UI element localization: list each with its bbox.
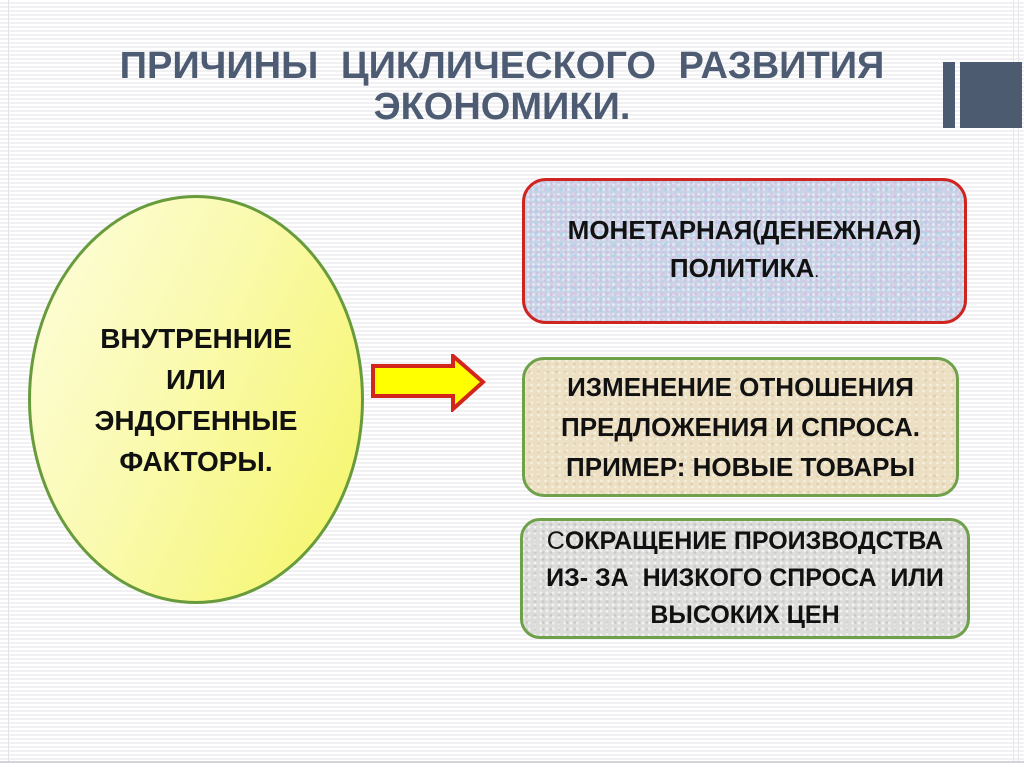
slide-bottom-edge-line [0, 761, 1024, 763]
box-supply-demand-line-2: ПРЕДЛОЖЕНИЯ И СПРОСА. [561, 412, 920, 442]
title-accent-bar [943, 62, 955, 128]
ellipse-label-line-3: ЭНДОГЕННЫЕ [94, 404, 298, 436]
right-arrow-icon [371, 354, 486, 412]
box-supply-demand: ИЗМЕНЕНИЕ ОТНОШЕНИЯ ПРЕДЛОЖЕНИЯ И СПРОСА… [522, 357, 959, 497]
ellipse-endogenous-factors: ВНУТРЕННИЕ ИЛИ ЭНДОГЕННЫЕ ФАКТОРЫ. [28, 195, 364, 604]
box-monetary-policy-line-2: ПОЛИТИКА. [670, 249, 819, 291]
box-production-cut-line-1: СОКРАЩЕНИЕ ПРОИЗВОДСТВА [547, 523, 943, 560]
slide-left-edge-line [8, 0, 9, 767]
box-production-cut-line-1-rest: ОКРАЩЕНИЕ ПРОИЗВОДСТВА [564, 527, 944, 555]
box-production-cut-line-2: ИЗ- ЗА НИЗКОГО СПРОСА ИЛИ [546, 564, 944, 592]
slide-right-edge-line-2 [1018, 0, 1019, 767]
box-monetary-policy-line-1: МОНЕТАРНАЯ(ДЕНЕЖНАЯ) [567, 215, 922, 245]
box-monetary-policy-period: . [814, 262, 820, 281]
box-supply-demand-line-1: ИЗМЕНЕНИЕ ОТНОШЕНИЯ [567, 372, 914, 402]
ellipse-label-line-4: ФАКТОРЫ. [119, 445, 273, 477]
box-supply-demand-line-3: ПРИМЕР: НОВЫЕ ТОВАРЫ [566, 452, 915, 482]
page-title-line-1: ПРИЧИНЫ ЦИКЛИЧЕСКОГО РАЗВИТИЯ [119, 45, 885, 87]
ellipse-label-line-2: ИЛИ [166, 363, 226, 395]
page-title-line-2: ЭКОНОМИКИ. [373, 86, 631, 128]
slide-right-edge-line [1013, 0, 1014, 767]
slide-bottom-margin [0, 763, 1024, 767]
box-monetary-policy: МОНЕТАРНАЯ(ДЕНЕЖНАЯ) ПОЛИТИКА. [522, 178, 967, 324]
box-production-cut-lead-letter: С [546, 527, 565, 555]
box-production-cut-line-3: ВЫСОКИХ ЦЕН [650, 601, 840, 629]
box-monetary-policy-line-2-text: ПОЛИТИКА [669, 253, 815, 283]
ellipse-label: ВНУТРЕННИЕ ИЛИ ЭНДОГЕННЫЕ ФАКТОРЫ. [95, 318, 298, 482]
ellipse-label-line-1: ВНУТРЕННИЕ [100, 322, 292, 354]
box-production-cut: СОКРАЩЕНИЕ ПРОИЗВОДСТВА ИЗ- ЗА НИЗКОГО С… [520, 518, 970, 639]
page-title: ПРИЧИНЫ ЦИКЛИЧЕСКОГО РАЗВИТИЯ ЭКОНОМИКИ. [62, 46, 942, 128]
title-accent-square [960, 62, 1022, 128]
